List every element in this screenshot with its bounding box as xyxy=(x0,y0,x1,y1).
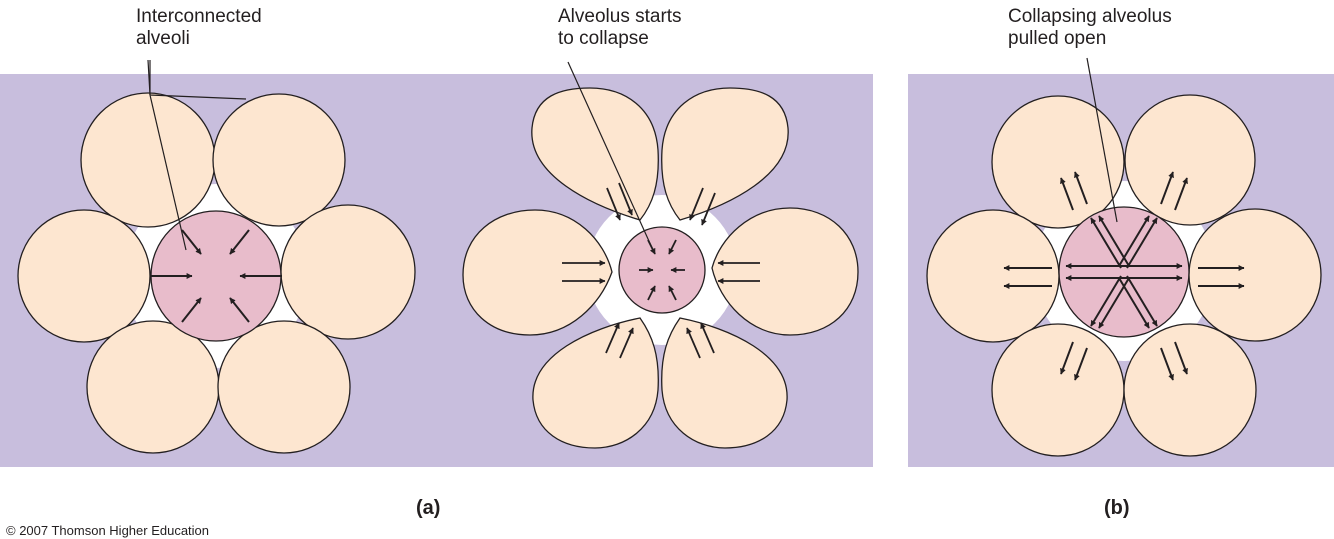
surrounding-alveolus xyxy=(86,320,220,454)
surrounding-alveolus xyxy=(991,95,1125,229)
surrounding-alveolus xyxy=(80,92,216,228)
panel-label-a: (a) xyxy=(416,497,441,519)
surrounding-alveolus xyxy=(280,204,416,340)
inward-arrows-a xyxy=(150,229,282,323)
surrounding-alveolus xyxy=(926,209,1060,343)
normal-alveoli-cluster xyxy=(17,92,416,454)
collapsing-alveolus xyxy=(618,226,706,314)
surrounding-alveolus xyxy=(1124,94,1256,226)
surrounding-alveolus xyxy=(661,87,789,221)
label-collapsing-alveolus-pulled-open: Collapsing alveolus pulled open xyxy=(1008,6,1172,49)
panel-label-b: (b) xyxy=(1104,497,1130,519)
surrounding-alveolus xyxy=(462,209,613,336)
surrounding-alveolus xyxy=(217,320,351,454)
leader-lines xyxy=(147,57,1118,251)
label-alveolus-starts-to-collapse: Alveolus starts to collapse xyxy=(558,6,682,49)
surrounding-alveolus xyxy=(531,87,659,221)
surrounding-alveolus xyxy=(661,317,788,449)
label-interconnected-alveoli: Interconnected alveoli xyxy=(136,6,262,49)
collapsing-alveoli-cluster xyxy=(462,87,859,449)
surrounding-alveolus xyxy=(532,317,659,449)
surrounding-alveolus xyxy=(1123,323,1257,457)
surrounding-alveolus xyxy=(17,209,151,343)
reopening-alveoli-cluster xyxy=(926,94,1322,457)
copyright-notice: © 2007 Thomson Higher Education xyxy=(6,523,210,538)
inward-arrows-collapse xyxy=(562,182,760,359)
surrounding-alveolus xyxy=(991,323,1125,457)
reopened-alveolus xyxy=(1058,206,1190,338)
surrounding-alveolus xyxy=(212,93,346,227)
surrounding-alveolus xyxy=(711,207,859,336)
outward-arrows-b xyxy=(1003,171,1245,381)
surrounding-alveolus xyxy=(1188,208,1322,342)
